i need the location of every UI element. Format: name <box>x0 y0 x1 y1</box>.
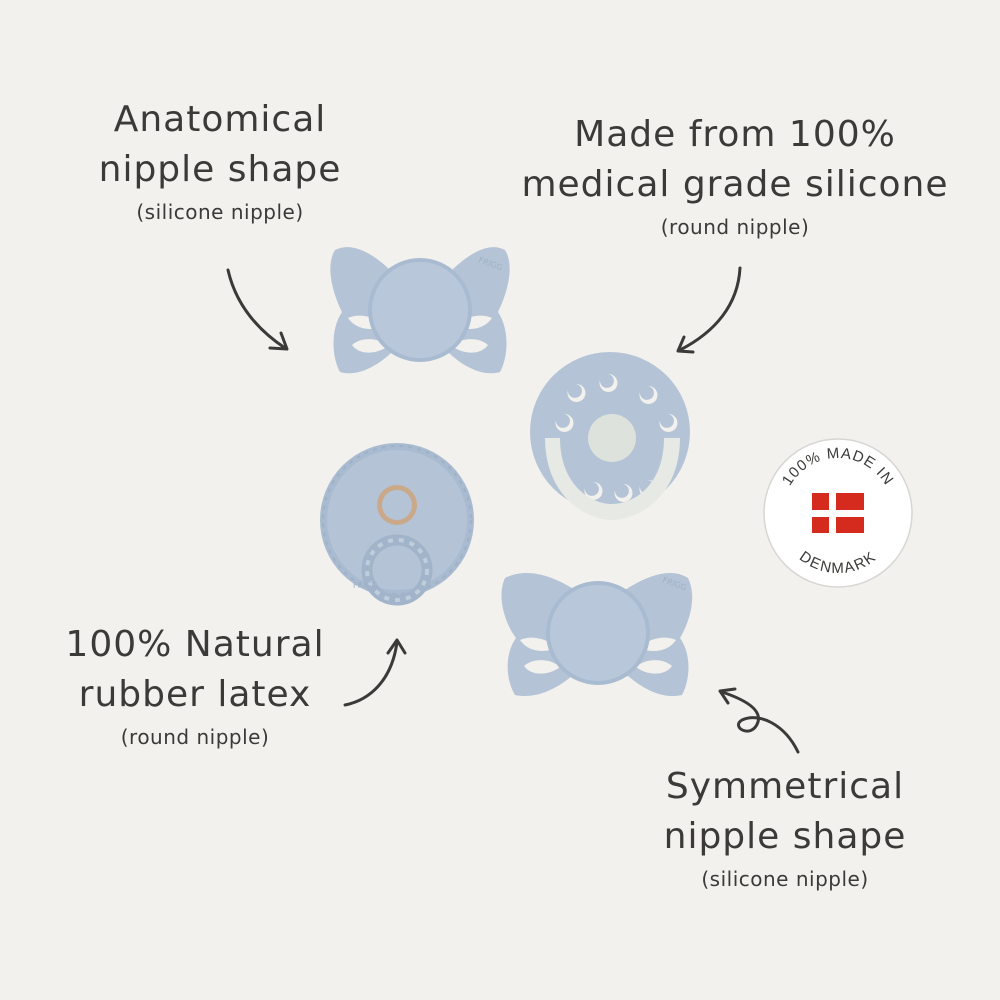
medical-label: Made from 100% medical grade silicone (r… <box>480 110 990 244</box>
latex-label: 100% Natural rubber latex (round nipple) <box>45 620 345 754</box>
symmetrical-note: (silicone nipple) <box>701 867 869 891</box>
rope-pacifier: FRIGG <box>320 443 474 606</box>
symmetrical-pacifier: FRIGG <box>501 572 693 697</box>
anatomical-label: Anatomical nipple shape (silicone nipple… <box>70 95 370 229</box>
anatomical-line1: Anatomical <box>113 99 327 140</box>
brand-mark-3: FRIGG <box>353 581 378 590</box>
arrow-anatomical-icon <box>226 268 289 351</box>
anatomical-note: (silicone nipple) <box>136 200 304 224</box>
arrow-symmetrical-icon <box>718 687 800 754</box>
made-in-denmark-badge: 100% MADE IN DENMARK <box>763 438 913 588</box>
symmetrical-line1: Symmetrical <box>665 766 905 807</box>
butterfly-pacifier: FRIGG <box>330 247 510 374</box>
arrow-medical-icon <box>676 266 742 354</box>
symmetrical-label: Symmetrical nipple shape (silicone nippl… <box>630 762 940 896</box>
anatomical-line2: nipple shape <box>98 149 342 190</box>
moon-pacifier <box>530 352 690 520</box>
arrow-latex-icon <box>343 638 407 707</box>
denmark-flag-icon <box>812 493 864 533</box>
symmetrical-line2: nipple shape <box>663 816 907 857</box>
medical-line1: Made from 100% <box>574 114 896 155</box>
latex-line2: rubber latex <box>78 674 312 715</box>
latex-line1: 100% Natural <box>65 624 325 665</box>
medical-note: (round nipple) <box>660 215 810 239</box>
medical-line2: medical grade silicone <box>521 164 949 205</box>
latex-note: (round nipple) <box>120 725 270 749</box>
